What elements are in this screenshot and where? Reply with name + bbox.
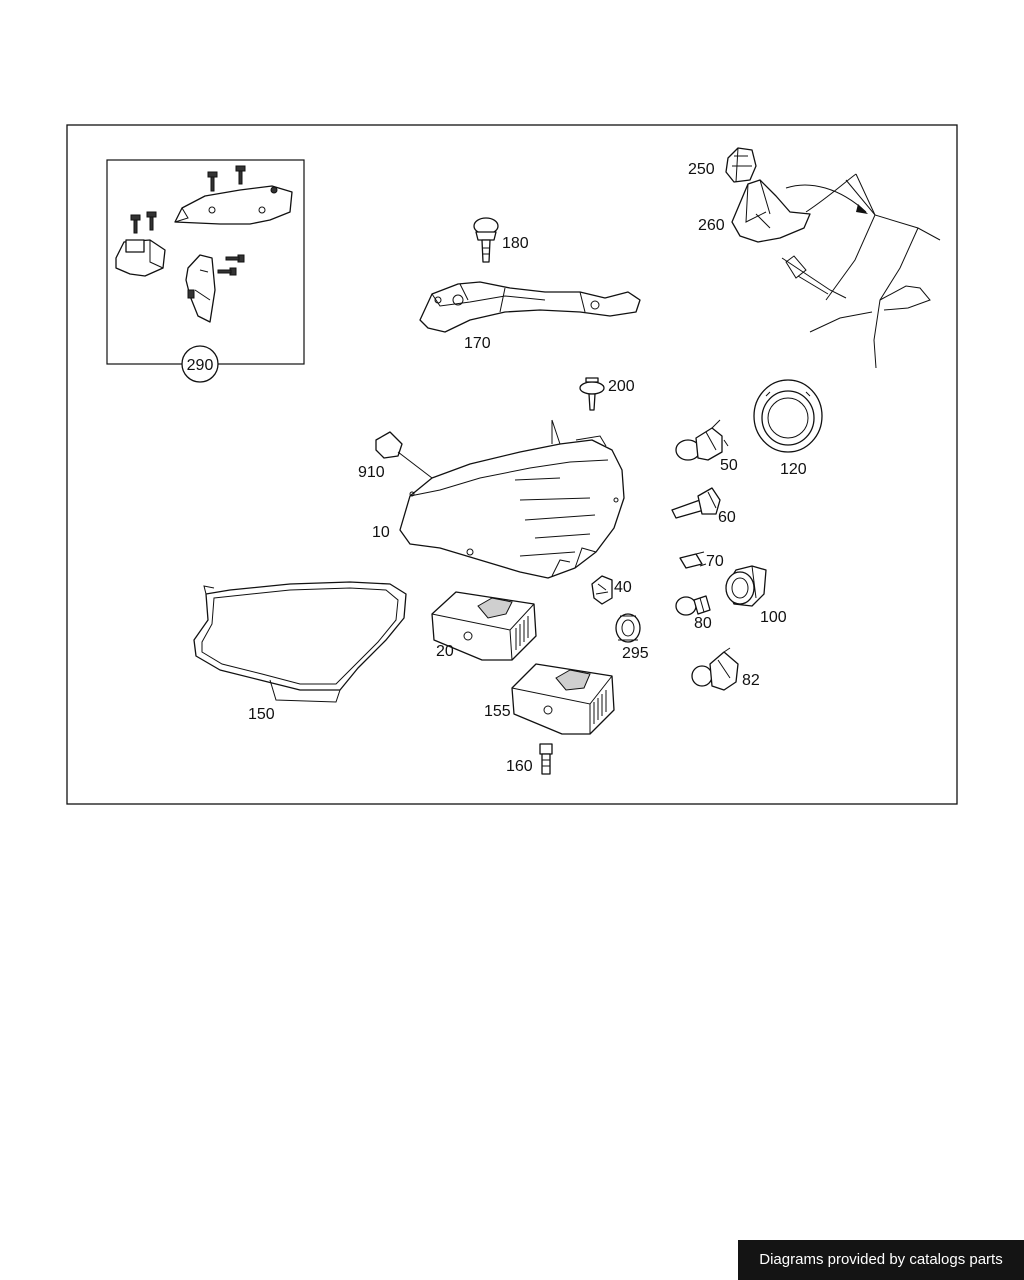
part-80-bulb[interactable]: 80 bbox=[675, 595, 712, 632]
callout-label-155: 155 bbox=[484, 703, 511, 720]
callout-label-80: 80 bbox=[694, 615, 712, 632]
part-160-bolt[interactable]: 160 bbox=[506, 743, 553, 775]
callout-label-290: 290 bbox=[187, 357, 214, 374]
callout-label-910: 910 bbox=[358, 464, 385, 481]
part-180-push-rivet[interactable]: 180 bbox=[473, 217, 529, 263]
diagram-credit-banner: Diagrams provided by catalogs parts bbox=[738, 1240, 1024, 1280]
callout-label-50: 50 bbox=[720, 457, 738, 474]
callout-label-120: 120 bbox=[780, 461, 807, 478]
callout-label-20: 20 bbox=[436, 643, 454, 660]
callout-label-40: 40 bbox=[614, 579, 632, 596]
part-150-lens-seal[interactable]: 150 bbox=[193, 581, 407, 723]
part-200-bolt[interactable]: 200 bbox=[579, 377, 635, 411]
part-60-bulb[interactable]: 60 bbox=[671, 487, 736, 526]
callout-label-170: 170 bbox=[464, 335, 491, 352]
part-20-control-unit[interactable]: 20 bbox=[431, 591, 537, 661]
callout-label-200: 200 bbox=[608, 378, 635, 395]
part-50-bulb[interactable]: 50 bbox=[675, 419, 738, 474]
part-155-control-unit[interactable]: 155 bbox=[484, 663, 615, 735]
callout-label-70: 70 bbox=[706, 553, 724, 570]
callout-label-180: 180 bbox=[502, 235, 529, 252]
part-260-sensor-housing[interactable]: 260 bbox=[698, 179, 811, 243]
callout-label-260: 260 bbox=[698, 217, 725, 234]
callout-circle-290 bbox=[181, 345, 219, 383]
part-290-adjuster-kit[interactable]: 290 bbox=[106, 159, 305, 383]
part-295-igniter[interactable]: 295 bbox=[615, 613, 649, 662]
part-120-cover-cap[interactable]: 120 bbox=[753, 379, 823, 478]
part-82-bulb[interactable]: 82 bbox=[691, 647, 760, 691]
part-40-clip[interactable]: 40 bbox=[591, 575, 632, 605]
part-250-sensor[interactable]: 250 bbox=[688, 147, 757, 183]
part-170-mounting-bracket[interactable]: 170 bbox=[419, 281, 641, 352]
callout-label-150: 150 bbox=[248, 706, 275, 723]
part-100-bulb-socket[interactable]: 100 bbox=[725, 565, 787, 626]
callout-label-10: 10 bbox=[372, 524, 390, 541]
callout-label-60: 60 bbox=[718, 509, 736, 526]
callout-label-82: 82 bbox=[742, 672, 760, 689]
callout-label-160: 160 bbox=[506, 758, 533, 775]
part-10-headlamp[interactable]: 10 bbox=[372, 419, 625, 579]
callout-label-250: 250 bbox=[688, 161, 715, 178]
vehicle-location-sketch bbox=[781, 173, 941, 369]
callout-label-295: 295 bbox=[622, 645, 649, 662]
part-70-wedge-bulb[interactable]: 70 bbox=[679, 551, 724, 570]
diagram-frame bbox=[66, 124, 958, 805]
part-910-label[interactable]: 910 bbox=[358, 431, 433, 481]
callout-label-100: 100 bbox=[760, 609, 787, 626]
